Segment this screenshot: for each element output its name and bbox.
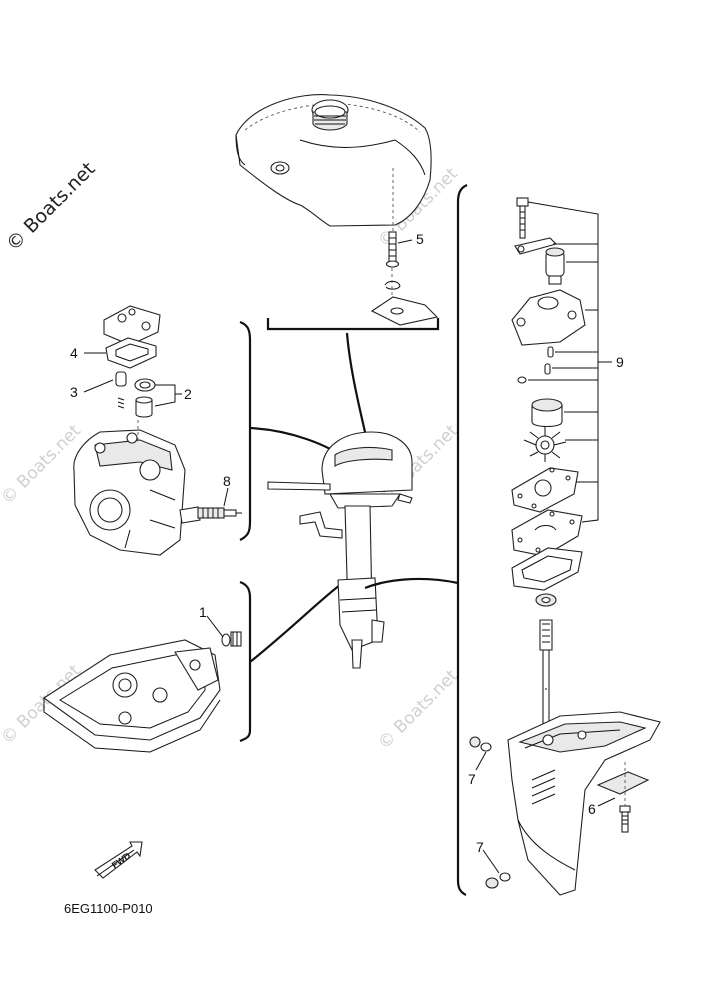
- cowling-bracket: [266, 318, 440, 331]
- water-pump-assembly: [511, 197, 586, 591]
- leader-lower-unit: [364, 577, 459, 590]
- callout-5: 5: [416, 231, 424, 247]
- drive-shaft: [535, 593, 557, 741]
- lower-casing-assembly: [43, 631, 242, 753]
- leader-lower: [249, 584, 341, 663]
- watermark-main: © Boats.net: [2, 158, 100, 256]
- callout-4: 4: [70, 345, 78, 361]
- left-upper-bracket: [239, 320, 252, 541]
- powerhead-assembly: [73, 305, 242, 556]
- fwd-arrow-icon: FWD: [94, 841, 143, 879]
- right-bracket: [456, 183, 468, 896]
- watermark-faint-5: © Boats.net: [374, 666, 462, 754]
- diagram-code: 6EG1100-P010: [64, 901, 153, 916]
- callout-3: 3: [70, 384, 78, 400]
- lower-unit-gearcase: [469, 711, 661, 896]
- left-lower-bracket: [239, 580, 252, 743]
- callout-7-lower: 7: [476, 839, 484, 855]
- callout-2: 2: [184, 386, 192, 402]
- outboard-motor-overview: [267, 431, 413, 669]
- leader-cowling: [345, 332, 370, 446]
- callout-9: 9: [616, 354, 624, 370]
- callout-6: 6: [588, 801, 596, 817]
- callout-1: 1: [199, 604, 207, 620]
- watermark-faint-1: © Boats.net: [0, 421, 85, 509]
- callout-7-upper: 7: [468, 771, 476, 787]
- top-cowling: [235, 94, 432, 232]
- part-5-screw-assembly: [370, 231, 439, 326]
- callout-8: 8: [223, 473, 231, 489]
